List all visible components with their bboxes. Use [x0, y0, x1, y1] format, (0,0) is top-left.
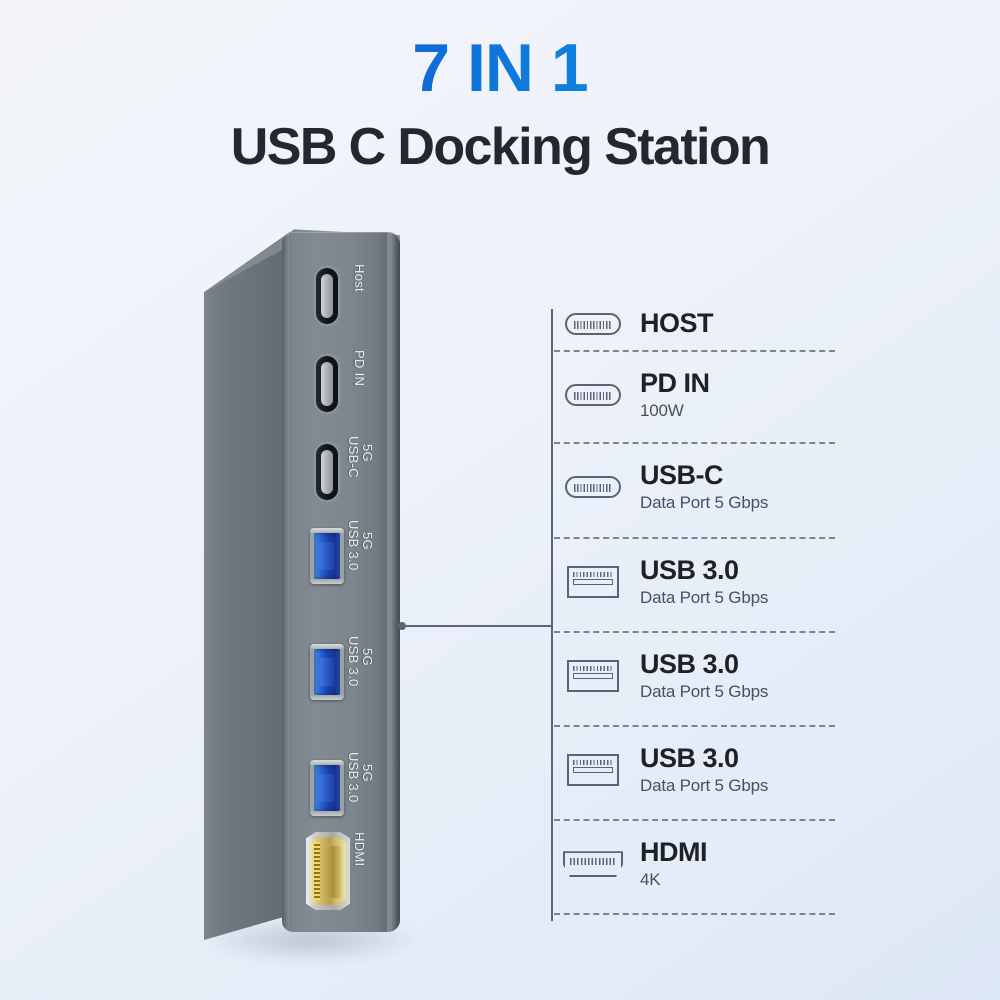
- legend-divider-5: [554, 725, 835, 727]
- legend-text-usb3-2: USB 3.0 Data Port 5 Gbps: [632, 649, 769, 702]
- legend-title-hdmi: HDMI: [640, 837, 708, 867]
- legend-text-pd-in: PD IN 100W: [632, 368, 710, 421]
- device-port-hdmi: [306, 832, 350, 910]
- usb-c-port-icon: [554, 476, 632, 499]
- device-port-usb3-3: [310, 760, 344, 816]
- legend-text-usb3-3: USB 3.0 Data Port 5 Gbps: [632, 743, 769, 796]
- hdmi-tongue: [323, 846, 341, 898]
- usb-a-tongue: [319, 658, 335, 686]
- legend-row-host[interactable]: HOST: [554, 308, 851, 338]
- legend-row-usb-c[interactable]: USB-C Data Port 5 Gbps: [554, 460, 851, 513]
- usb-a-port-icon: [554, 754, 632, 787]
- legend-divider-2: [554, 442, 835, 444]
- legend-title-usb3-1: USB 3.0: [640, 555, 739, 585]
- device-label-usb-c-line1: USB-C: [346, 436, 361, 478]
- usb-c-port-icon: [554, 312, 632, 335]
- legend-text-host: HOST: [632, 308, 714, 338]
- legend-title-pd-in: PD IN: [640, 368, 710, 398]
- device-label-pd-in: PD IN: [352, 350, 367, 387]
- legend-sub-usb3-2: Data Port 5 Gbps: [640, 682, 769, 702]
- device-port-usb3-2: [310, 644, 344, 700]
- legend-row-pd-in[interactable]: PD IN 100W: [554, 368, 851, 421]
- device-front-face: Host PD IN USB-C 5G USB 3.0 5G USB 3.0 5…: [282, 232, 400, 932]
- callout-line: [403, 625, 552, 627]
- device-port-host: [316, 268, 338, 324]
- legend-divider-1: [554, 350, 835, 352]
- page-title: USB C Docking Station: [230, 118, 771, 176]
- legend-text-hdmi: HDMI 4K: [632, 837, 708, 890]
- device-label-usb3-2: USB 3.0: [346, 636, 361, 687]
- legend-divider-4: [554, 631, 835, 633]
- header: 7 IN 1 USB C Docking Station: [0, 0, 1000, 175]
- device-label-usb3-2-5g: 5G: [360, 648, 375, 666]
- legend-divider-6: [554, 819, 835, 821]
- legend-text-usb-c: USB-C Data Port 5 Gbps: [632, 460, 769, 513]
- legend-title-usb3-3: USB 3.0: [640, 743, 739, 773]
- legend-sub-hdmi: 4K: [640, 870, 661, 890]
- device-port-usb3-1: [310, 528, 344, 584]
- eyebrow-7-in-1: 7 IN 1: [0, 0, 1000, 102]
- product-image-docking-station: Host PD IN USB-C 5G USB 3.0 5G USB 3.0 5…: [196, 228, 426, 968]
- device-left-bevel: [282, 232, 289, 932]
- callout-connector: [398, 621, 552, 631]
- legend-divider-3: [554, 537, 835, 539]
- legend-vertical-axis: [551, 309, 553, 921]
- usb-a-tongue: [319, 774, 335, 802]
- device-label-usb3-3-5g: 5G: [360, 764, 375, 782]
- legend-divider-7: [554, 913, 835, 915]
- device-label-usb3-1-5g: 5G: [360, 532, 375, 550]
- device-label-usb3-3: USB 3.0: [346, 752, 361, 803]
- callout-dot: [398, 622, 406, 630]
- legend-title-usb3-2: USB 3.0: [640, 649, 739, 679]
- port-legend: HOST PD IN 100W USB-C Data Port 5 Gbps U…: [551, 308, 851, 921]
- legend-sub-usb3-1: Data Port 5 Gbps: [640, 588, 769, 608]
- legend-title-usb-c: USB-C: [640, 460, 724, 490]
- device-port-pd-in: [316, 356, 338, 412]
- device-side-face: [204, 231, 290, 940]
- device-label-hdmi: HDMI: [352, 832, 367, 867]
- legend-sub-usb-c: Data Port 5 Gbps: [640, 493, 769, 513]
- legend-sub-pd-in: 100W: [640, 401, 684, 421]
- usb-c-port-icon: [554, 384, 632, 407]
- device-label-usb3-1: USB 3.0: [346, 520, 361, 571]
- legend-title-host: HOST: [640, 308, 714, 338]
- device-label-usb-c: USB-C: [346, 436, 361, 478]
- usb-a-port-icon: [554, 566, 632, 599]
- legend-row-usb3-3[interactable]: USB 3.0 Data Port 5 Gbps: [554, 743, 851, 796]
- legend-sub-usb3-3: Data Port 5 Gbps: [640, 776, 769, 796]
- usb-a-tongue: [319, 542, 335, 570]
- legend-row-hdmi[interactable]: HDMI 4K: [554, 837, 851, 890]
- device-port-usb-c: [316, 444, 338, 500]
- usb-a-port-icon: [554, 660, 632, 693]
- legend-text-usb3-1: USB 3.0 Data Port 5 Gbps: [632, 555, 769, 608]
- legend-row-usb3-2[interactable]: USB 3.0 Data Port 5 Gbps: [554, 649, 851, 702]
- device-right-bevel: [387, 232, 400, 932]
- legend-row-usb3-1[interactable]: USB 3.0 Data Port 5 Gbps: [554, 555, 851, 608]
- hdmi-port-icon: [554, 851, 632, 878]
- device-label-usb-c-5g: 5G: [360, 444, 375, 462]
- hdmi-pins: [314, 842, 320, 900]
- device-label-host: Host: [352, 264, 367, 292]
